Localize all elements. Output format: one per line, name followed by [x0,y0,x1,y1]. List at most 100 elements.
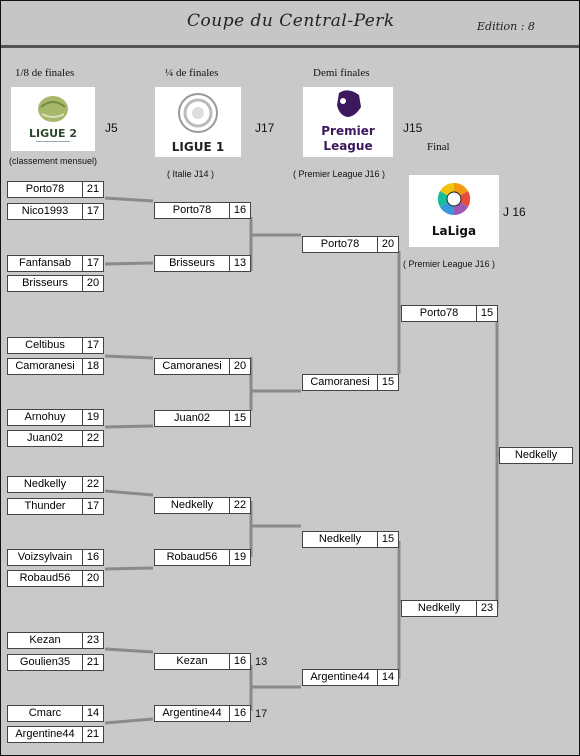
laliga-logo: LaLiga [409,175,499,247]
team-name: Celtibus [7,337,83,354]
page-title: Coupe du Central-Perk [187,11,395,31]
team-score: 20 [230,358,251,375]
team-name: Nedkelly [154,497,230,514]
team-score: 17 [83,203,104,220]
edition-label: Edition : 8 [477,20,535,33]
round-label-r16: 1/8 de finales [15,67,75,79]
ligue1-logo: LIGUE 1 [155,87,241,157]
team-score: 22 [230,497,251,514]
note-qf: ( Italie J14 ) [167,169,215,179]
team-score: 15 [477,305,498,322]
team-score: 16 [83,549,104,566]
team-score: 21 [83,654,104,671]
round-label-qf: ¼ de finales [165,67,219,79]
team-name: Camoranesi [7,358,83,375]
team-score: 20 [83,275,104,292]
journee-final: J 16 [503,205,526,219]
team-name: Kezan [7,632,83,649]
team-name: Nedkelly [302,531,378,548]
team-score: 17 [83,498,104,515]
premier-line2: League [323,139,372,153]
team-score: 21 [83,726,104,743]
team-score: 15 [378,531,399,548]
team-name: Thunder [7,498,83,515]
team-score: 16 [230,705,251,722]
team-name: Argentine44 [154,705,230,722]
team-score: 22 [83,430,104,447]
team-score: 23 [83,632,104,649]
extra-score: 17 [255,708,268,720]
team-name: Voizsylvain [7,549,83,566]
team-name: Brisseurs [7,275,83,292]
team-score: 17 [83,337,104,354]
team-name: Kezan [154,653,230,670]
team-name: Brisseurs [154,255,230,272]
team-name: Cmarc [7,705,83,722]
team-score: 21 [83,181,104,198]
team-name: Juan02 [7,430,83,447]
team-score: 22 [83,476,104,493]
team-name: Nedkelly [499,447,573,464]
round-label-sf: Demi finales [313,67,370,79]
team-name: Porto78 [7,181,83,198]
team-name: Robaud56 [7,570,83,587]
ligue1-text: LIGUE 1 [172,140,224,154]
header-bar: Coupe du Central-Perk Edition : 8 [1,1,579,48]
team-score: 19 [230,549,251,566]
team-name: Goulien35 [7,654,83,671]
round-label-final: Final [427,141,450,153]
team-score: 16 [230,202,251,219]
team-score: 20 [83,570,104,587]
team-score: 19 [83,409,104,426]
team-score: 15 [378,374,399,391]
note-r16: (classement mensuel) [9,156,98,166]
journee-r16: J5 [105,121,118,135]
team-name: Fanfansab [7,255,83,272]
laliga-text: LaLiga [432,224,476,238]
ligue2-text: LIGUE 2 [29,127,77,140]
team-name: Camoranesi [154,358,230,375]
team-score: 18 [83,358,104,375]
team-name: Robaud56 [154,549,230,566]
team-score: 14 [378,669,399,686]
winner-slot: Nedkelly [499,447,573,464]
team-name: Juan02 [154,410,230,427]
team-score: 13 [230,255,251,272]
journee-sf: J15 [403,121,423,135]
team-name: Nico1993 [7,203,83,220]
journee-qf: J17 [255,121,275,135]
team-score: 14 [83,705,104,722]
team-name: Porto78 [401,305,477,322]
premier-league-logo: Premier League [303,87,393,157]
team-name: Argentine44 [7,726,83,743]
ligue2-logo: LIGUE 2 [11,87,95,151]
team-name: Porto78 [154,202,230,219]
team-score: 15 [230,410,251,427]
